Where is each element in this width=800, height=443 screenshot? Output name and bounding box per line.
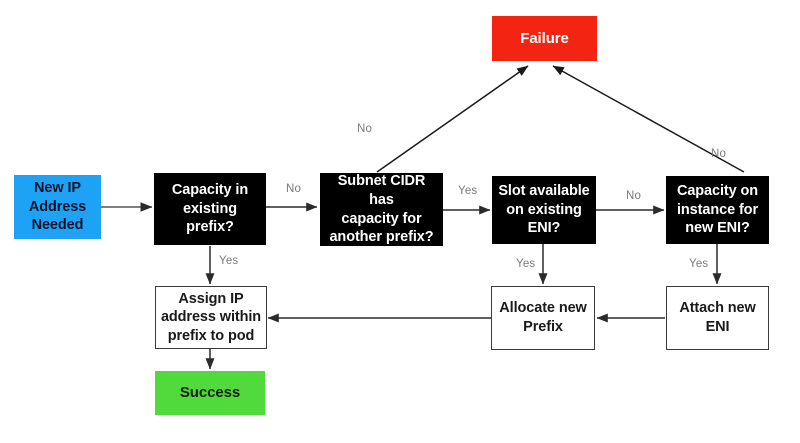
node-success[interactable]: Success [155, 371, 265, 415]
node-new-ip-address-needed[interactable]: New IP Address Needed [14, 175, 101, 239]
node-attach-new-eni[interactable]: Attach new ENI [666, 286, 769, 350]
edge-label-capacity-eni-yes: Yes [689, 258, 709, 270]
node-allocate-new-prefix[interactable]: Allocate new Prefix [491, 286, 595, 350]
node-slot-available-on-existing-eni[interactable]: Slot available on existing ENI? [492, 176, 596, 244]
edge-label-subnet-cidr-yes: Yes [458, 185, 478, 197]
node-capacity-on-instance-for-new-eni[interactable]: Capacity on instance for new ENI? [666, 176, 769, 244]
edge-label-slot-eni-yes: Yes [516, 258, 536, 270]
edge-label-subnet-cidr-no: No [357, 123, 373, 135]
node-capacity-in-existing-prefix[interactable]: Capacity in existing prefix? [154, 173, 266, 245]
node-failure[interactable]: Failure [492, 16, 597, 61]
edge-label-capacity-prefix-yes: Yes [219, 255, 239, 267]
edge-label-slot-eni-no: No [626, 190, 642, 202]
edge-subnet-cidr-to-failure [376, 65, 529, 173]
edge-label-capacity-prefix-no: No [286, 183, 302, 195]
node-subnet-cidr-has-capacity[interactable]: Subnet CIDR has capacity for another pre… [320, 173, 443, 246]
edge-label-capacity-eni-no: No [711, 148, 727, 160]
node-assign-ip-address-within-prefix-to-pod[interactable]: Assign IP address within prefix to pod [155, 286, 267, 349]
